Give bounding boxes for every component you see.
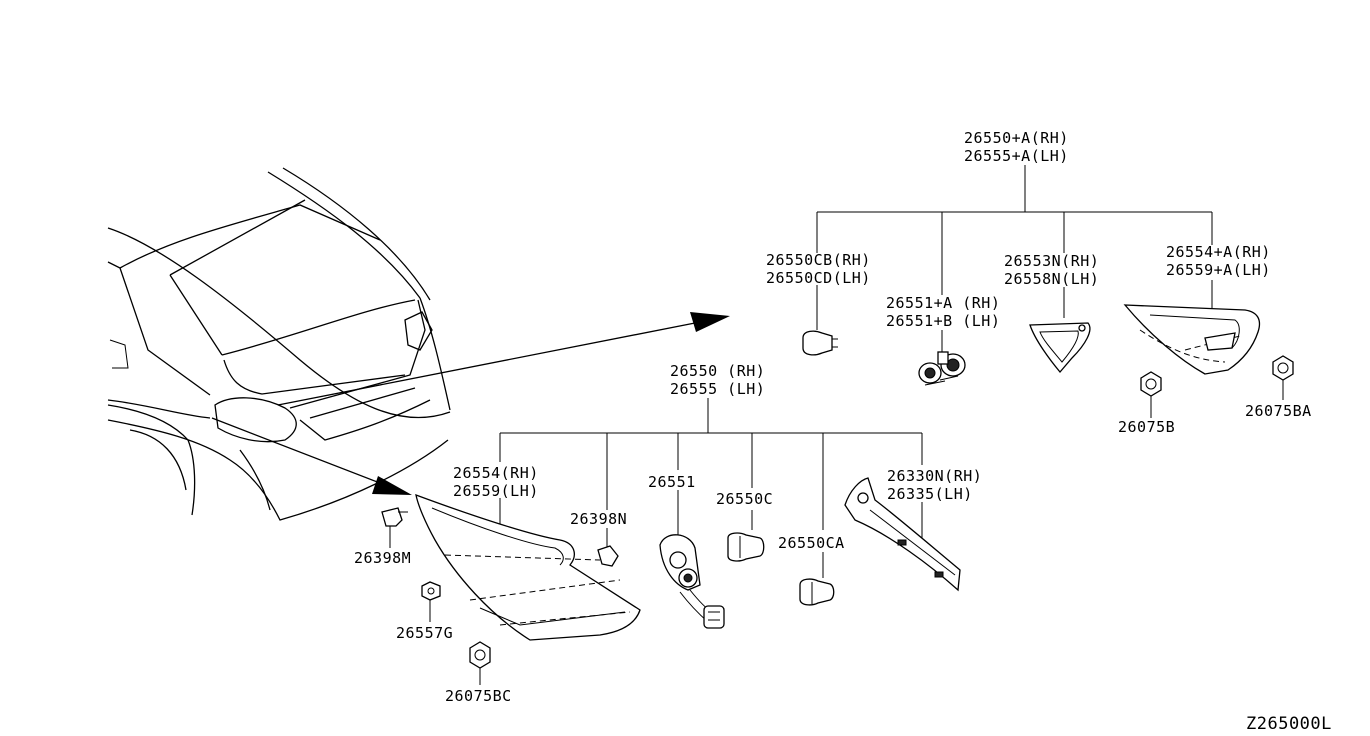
- label-26335-lh: 26335(LH): [887, 485, 973, 503]
- label-26075b: 26075B: [1118, 418, 1175, 436]
- label-26551a-rh: 26551+A (RH): [886, 294, 1000, 312]
- bulb-26550c-icon: [727, 532, 765, 562]
- nut-26075b-icon: [1140, 371, 1162, 397]
- label-26075bc: 26075BC: [445, 687, 512, 705]
- label-26555a-lh: 26555+A(LH): [964, 147, 1069, 165]
- label-26550cd-lh: 26550CD(LH): [766, 269, 871, 287]
- label-26550c: 26550C: [716, 490, 773, 508]
- socket-26551a-icon: [918, 351, 966, 386]
- part-number-labels: 26550+A(RH) 26555+A(LH) 26550CB(RH) 2655…: [354, 129, 1332, 734]
- label-26554a-rh: 26554+A(RH): [1166, 243, 1271, 261]
- label-26398n: 26398N: [570, 510, 627, 528]
- clip-26398n-icon: [597, 545, 619, 567]
- lower-assembly-tree: [389, 398, 923, 685]
- label-26557g: 26557G: [396, 624, 453, 642]
- callout-arrows: [211, 312, 730, 495]
- label-26559-lh: 26559(LH): [453, 482, 539, 500]
- nut-26075bc-icon: [469, 641, 491, 669]
- label-26550a-rh: 26550+A(RH): [964, 129, 1069, 147]
- label-26551: 26551: [648, 473, 696, 491]
- bulb-26550cb-icon: [802, 330, 838, 356]
- label-26553n-rh: 26553N(RH): [1004, 252, 1099, 270]
- clip-26398m-icon: [381, 507, 408, 527]
- bracket-26330n-icon: [844, 477, 961, 592]
- label-26550-rh: 26550 (RH): [670, 362, 765, 380]
- nut-26075ba-icon: [1272, 355, 1294, 381]
- diagram-code: Z265000L: [1246, 714, 1332, 734]
- upper-assembly-tree: [816, 165, 1284, 418]
- label-26330n-rh: 26330N(RH): [887, 467, 982, 485]
- gasket-26553n-icon: [1029, 322, 1091, 374]
- lens-26554-icon: [415, 493, 641, 641]
- label-26554-rh: 26554(RH): [453, 464, 539, 482]
- label-26075ba: 26075BA: [1245, 402, 1312, 420]
- label-26558n-lh: 26558N(LH): [1004, 270, 1099, 288]
- socket-26551-icon: [659, 534, 725, 629]
- label-26559a-lh: 26559+A(LH): [1166, 261, 1271, 279]
- bulb-26550ca-icon: [799, 578, 835, 606]
- label-26550cb-rh: 26550CB(RH): [766, 251, 871, 269]
- screw-26557g-icon: [421, 581, 441, 601]
- label-26551b-lh: 26551+B (LH): [886, 312, 1000, 330]
- label-26550ca: 26550CA: [778, 534, 845, 552]
- label-26555-lh: 26555 (LH): [670, 380, 765, 398]
- label-26398m: 26398M: [354, 549, 411, 567]
- car-rear-illustration: [107, 167, 451, 521]
- lens-26554a-icon: [1123, 304, 1261, 375]
